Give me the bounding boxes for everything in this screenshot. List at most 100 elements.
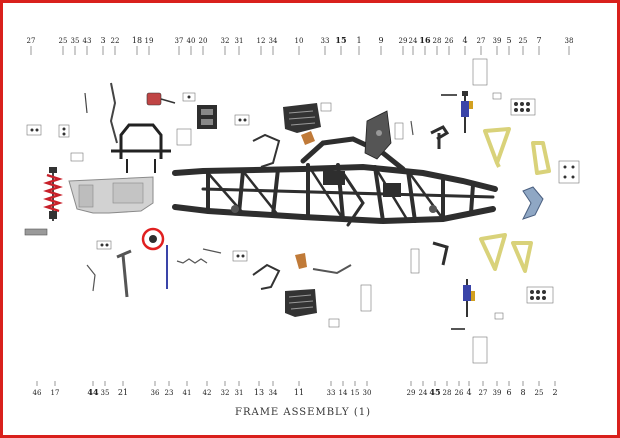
top-label-18: 18 <box>132 36 142 45</box>
top-label-4: 4 <box>462 36 467 45</box>
bottom-label-11: 11 <box>294 388 304 397</box>
bottom-label-31: 31 <box>235 389 244 397</box>
top-label-1: 1 <box>356 36 361 45</box>
swingarm-lower-right <box>511 241 533 273</box>
top-label-10: 10 <box>295 37 304 45</box>
part-24-wire <box>410 120 414 136</box>
top-label-35: 35 <box>71 37 80 45</box>
top-label-25: 25 <box>59 37 68 45</box>
bottom-label-17: 17 <box>51 389 60 397</box>
top-label-26: 26 <box>445 37 454 45</box>
bottom-label-42: 42 <box>203 389 212 397</box>
top-label-20: 20 <box>199 37 208 45</box>
top-label-24: 24 <box>409 37 418 45</box>
part-13-bracket <box>252 263 281 290</box>
part-12-bracket <box>252 133 281 168</box>
bottom-label-26: 26 <box>455 389 464 397</box>
top-label-29: 29 <box>399 37 408 45</box>
rear-rack <box>111 123 171 173</box>
top-label-27: 27 <box>27 37 36 45</box>
part-22-bracket <box>109 82 118 144</box>
bottom-label-13: 13 <box>254 388 264 397</box>
front-bracket <box>522 186 544 220</box>
part-24-lever-bottom <box>432 241 449 266</box>
bottom-label-6: 6 <box>506 388 511 397</box>
part-46-plate <box>24 228 48 236</box>
top-label-5: 5 <box>506 36 511 45</box>
hardware-bolts <box>30 95 575 300</box>
bottom-label-32: 32 <box>221 389 230 397</box>
bottom-label-36: 36 <box>151 389 160 397</box>
top-label-7: 7 <box>536 36 541 45</box>
top-label-37: 37 <box>175 37 184 45</box>
part-14-lever <box>312 264 352 275</box>
bottom-label-8: 8 <box>520 388 525 397</box>
bottom-label-34: 34 <box>269 389 278 397</box>
bottom-label-41: 41 <box>183 389 192 397</box>
bottom-label-25: 25 <box>535 389 544 397</box>
top-label-31: 31 <box>235 37 244 45</box>
front-shock-top <box>461 91 473 133</box>
top-label-15: 15 <box>335 35 346 45</box>
top-label-34: 34 <box>269 37 278 45</box>
bottom-label-46: 46 <box>33 389 42 397</box>
main-frame <box>172 136 498 227</box>
leader-lines <box>30 46 570 386</box>
bottom-label-23: 23 <box>165 389 174 397</box>
top-label-9: 9 <box>378 36 383 45</box>
diagram-title: FRAME ASSEMBLY (1) <box>235 407 371 418</box>
part-16-lever <box>430 125 450 149</box>
top-label-33: 33 <box>321 37 330 45</box>
bottom-label-4: 4 <box>466 388 471 397</box>
bottom-label-24: 24 <box>419 389 428 397</box>
rear-shock-left <box>43 167 63 221</box>
bottom-label-14: 14 <box>339 389 348 397</box>
top-label-43: 43 <box>83 37 92 45</box>
rear-bumper <box>68 176 154 214</box>
part-43-wire <box>84 92 88 114</box>
swingarm-upper-left <box>483 127 511 168</box>
part-36-highlighted <box>141 227 165 251</box>
bottom-label-44: 44 <box>87 387 99 397</box>
front-shock-bottom <box>463 279 475 317</box>
part-19-connector <box>146 92 176 106</box>
part-44-wire <box>86 264 96 292</box>
top-label-38: 38 <box>565 37 574 45</box>
bottom-label-21: 21 <box>118 388 128 397</box>
part-15-bracket-top <box>301 131 315 145</box>
bottom-label-29: 29 <box>407 389 416 397</box>
top-label-25: 25 <box>519 37 528 45</box>
part-41-spring <box>176 258 208 264</box>
top-label-19: 19 <box>145 37 154 45</box>
part-20-box <box>197 105 217 129</box>
parts-layer <box>24 58 580 364</box>
top-label-16: 16 <box>419 35 431 45</box>
top-label-27: 27 <box>477 37 486 45</box>
bottom-label-30: 30 <box>363 389 372 397</box>
part-42-rod <box>202 248 222 254</box>
top-label-28: 28 <box>433 37 442 45</box>
top-label-3: 3 <box>100 36 105 45</box>
footrest-top <box>283 103 321 133</box>
swingarm-upper-right <box>531 141 551 175</box>
bottom-label-45: 45 <box>429 387 440 397</box>
bottom-label-2: 2 <box>552 388 557 397</box>
bottom-label-33: 33 <box>327 389 336 397</box>
bottom-label-15: 15 <box>351 389 360 397</box>
top-label-12: 12 <box>257 37 266 45</box>
bottom-label-28: 28 <box>443 389 452 397</box>
part-21-lever <box>116 249 132 298</box>
bottom-label-27: 27 <box>479 389 488 397</box>
skid-plate <box>364 110 392 160</box>
frame-assembly-drawing: 2725354332218193740203231123410331519292… <box>24 35 580 418</box>
hardware-kits <box>26 58 580 364</box>
top-label-40: 40 <box>187 37 196 45</box>
part-15-bracket-bottom <box>295 253 307 269</box>
bottom-label-39: 39 <box>493 389 502 397</box>
footrest-bottom <box>285 289 317 317</box>
top-label-32: 32 <box>221 37 230 45</box>
top-label-39: 39 <box>493 37 502 45</box>
